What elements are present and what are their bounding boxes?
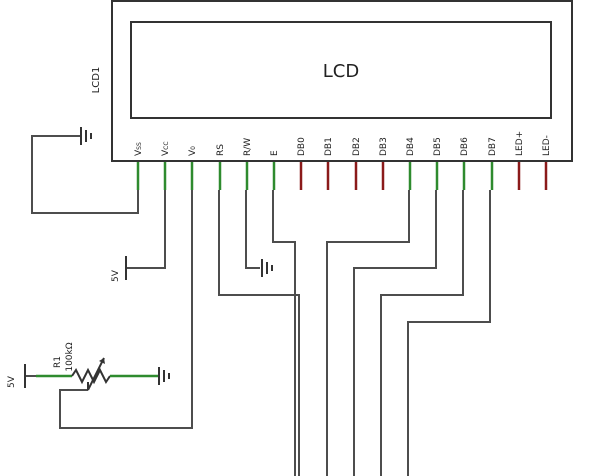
pin-label: VCC [161,141,171,156]
pin-label: LED- [542,135,552,156]
rs-wire [218,190,300,476]
pin-label: V0 [188,146,198,156]
pin-label: DB6 [460,137,470,156]
pin-label: LED+ [515,131,525,156]
lcd-reference-label: LCD1 [91,67,102,94]
ground-icon [261,259,273,277]
rw-ground-wire [245,190,260,269]
pot-reference-label: R1 [53,356,63,368]
db5-wire [353,190,437,476]
vss-ground-wire [31,135,139,214]
pin-label: DB7 [488,137,498,156]
lcd-pins: VSS VCC V0 RS R/W E DB0 DB1 DB2 DB3 DB4 DB5 DB6 DB7 LE… [134,131,552,190]
db6-wire [380,190,464,476]
pin-label: DB1 [324,137,334,156]
pin-label: DB2 [352,137,362,156]
db7-wire [407,190,491,476]
pin-label: DB0 [297,137,307,156]
ground-icon [80,127,92,145]
pot-supply-label: 5V [7,375,17,388]
potentiometer-icon [26,357,158,391]
pin-label: R/W [243,138,253,156]
pot-value-label: 100kΩ [65,342,75,371]
ground-icon [158,367,170,385]
pin-label: DB4 [406,137,416,156]
pin-label: RS [216,144,226,156]
pin-label: DB3 [379,137,389,156]
vcc-supply-label: 5V [111,269,121,282]
lcd-display-label: LCD [323,61,359,82]
pin-label: VSS [134,142,144,156]
pin-label: DB5 [433,137,443,156]
vo-contrast-wire [59,190,193,429]
pin-label: E [270,150,280,156]
e-wire [272,190,296,476]
lcd-screen [130,21,552,119]
db4-wire [326,190,410,476]
vcc-supply-wire [127,190,166,269]
